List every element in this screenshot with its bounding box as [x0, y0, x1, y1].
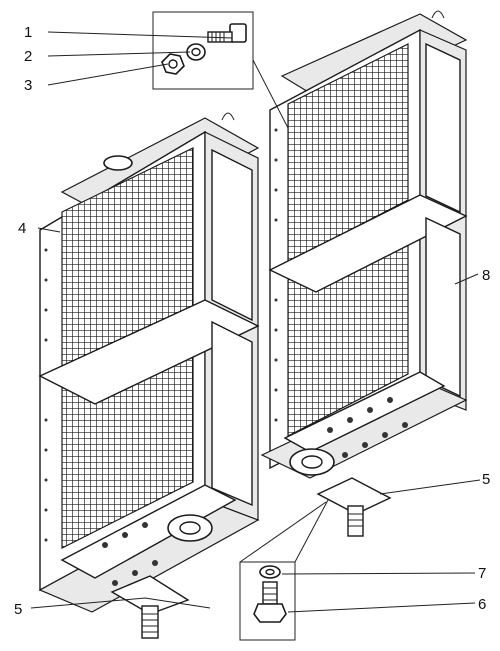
left-filler-neck — [103, 155, 133, 171]
callout-8: 8 — [482, 267, 490, 284]
left-edge-rivets — [44, 248, 48, 542]
left-side-window-upper — [211, 148, 253, 322]
callout-6: 6 — [478, 596, 486, 613]
fastener-detail-top — [152, 11, 289, 129]
right-side-window-upper — [425, 42, 461, 214]
callout-5-right: 5 — [482, 471, 490, 488]
detail-bottom-leaders — [239, 499, 329, 563]
right-side-window-lower — [425, 216, 461, 398]
callout-7: 7 — [478, 565, 486, 582]
detail-top-leader — [252, 59, 289, 129]
right-tank-fittings — [327, 397, 408, 458]
right-outlet-bore — [301, 455, 323, 469]
right-mount-bracket — [316, 477, 392, 537]
left-bracket-plate — [110, 575, 190, 615]
left-tank-fittings — [102, 522, 158, 586]
right-lifting-eye — [431, 10, 445, 19]
left-radiator — [38, 112, 260, 613]
right-tank-face — [283, 371, 446, 453]
right-divider — [268, 194, 468, 293]
callout-1: 1 — [24, 24, 32, 41]
callout-2: 2 — [24, 48, 32, 65]
callout-3: 3 — [24, 77, 32, 94]
bolt-lower-shank — [262, 581, 278, 605]
right-bracket-plate — [316, 477, 392, 515]
right-bracket-stud — [347, 505, 364, 537]
right-edge-rivets — [274, 128, 278, 422]
left-mount-bracket — [110, 575, 190, 639]
right-upper-core — [287, 43, 409, 263]
left-lifting-eye — [221, 112, 235, 121]
left-divider — [38, 299, 260, 405]
left-bracket-stud — [141, 605, 159, 639]
left-side-window-lower — [211, 320, 253, 507]
leader-lines — [30, 31, 481, 613]
callout-labels: 1 2 3 4 5 5 6 7 8 — [14, 24, 490, 618]
right-radiator — [260, 10, 468, 479]
left-outlet-bore — [179, 521, 201, 535]
bolt-lower-head — [253, 603, 287, 623]
callout-5-left: 5 — [14, 601, 22, 618]
left-tank-face — [60, 484, 237, 579]
callout-4: 4 — [18, 220, 26, 237]
fastener-detail-bottom — [239, 499, 329, 641]
